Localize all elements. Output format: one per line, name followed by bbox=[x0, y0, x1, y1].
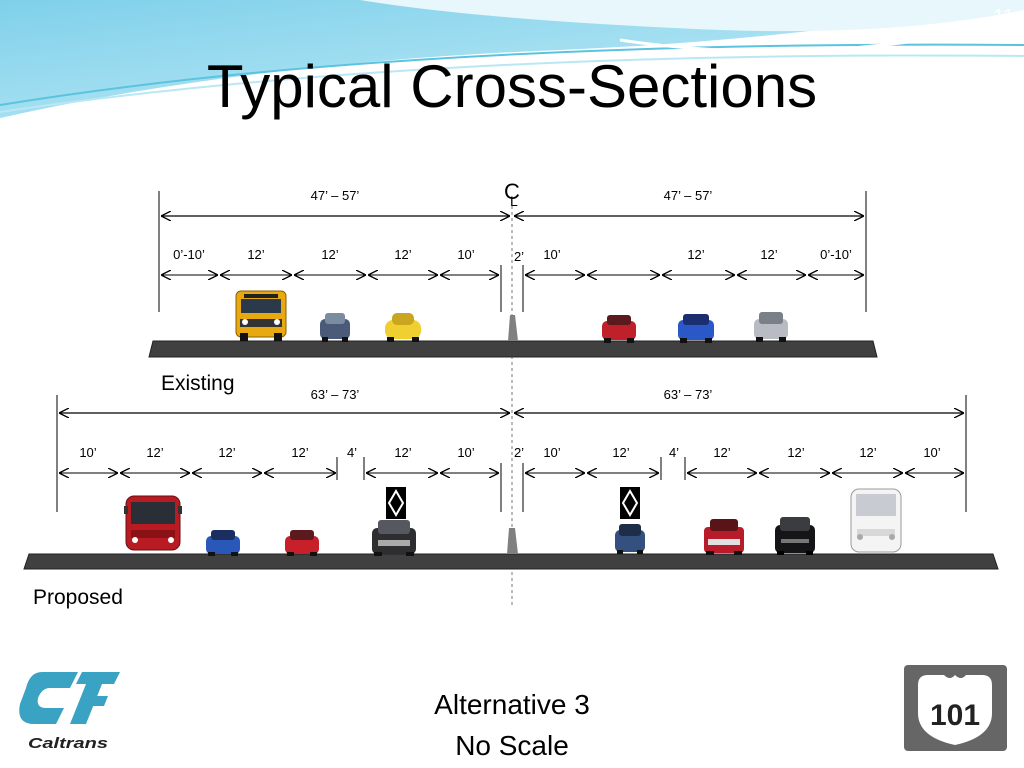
hov-diamond-icon bbox=[386, 487, 406, 519]
caltrans-logo-icon: Caltrans bbox=[19, 672, 120, 752]
car-blue-icon bbox=[206, 530, 240, 556]
proposed-dim-left-7: 10’ bbox=[457, 445, 474, 460]
svg-text:101: 101 bbox=[930, 699, 980, 732]
existing-overall-right: 47’ – 57’ bbox=[664, 188, 713, 203]
suv-dark-icon bbox=[372, 520, 416, 556]
existing-dim-right-3: 12’ bbox=[760, 247, 777, 262]
existing-dim-right-1: 10’ bbox=[543, 247, 560, 262]
existing-dim-left-3: 12’ bbox=[321, 247, 338, 262]
proposed-dim-left-3: 12’ bbox=[218, 445, 235, 460]
hov-diamond-icon bbox=[620, 487, 640, 519]
header-swoosh bbox=[0, 0, 1024, 118]
existing-overall-left: 47’ – 57’ bbox=[311, 188, 360, 203]
proposed-dim-left-5: 4’ bbox=[347, 445, 357, 460]
page-number: 11 bbox=[993, 6, 1014, 28]
existing-roadway bbox=[148, 340, 878, 358]
svg-text:Caltrans: Caltrans bbox=[28, 735, 108, 752]
proposed-dim-right-7: 10’ bbox=[923, 445, 940, 460]
svg-text:C: C bbox=[504, 179, 520, 204]
truck-red-icon bbox=[704, 519, 744, 555]
proposed-dim-left-2: 12’ bbox=[146, 445, 163, 460]
bus-red-icon bbox=[124, 495, 182, 551]
suv-black-icon bbox=[775, 517, 815, 555]
proposed-dim-median: 2’ bbox=[514, 445, 524, 460]
existing-dim-median: 2’ bbox=[514, 249, 524, 264]
school-bus-icon bbox=[235, 290, 287, 341]
existing-median-barrier bbox=[508, 315, 518, 341]
centerline-icon: C L bbox=[504, 179, 520, 209]
footer-line-1: Alternative 3 bbox=[434, 689, 590, 720]
car-red-icon bbox=[602, 315, 636, 343]
existing-dim-right-2: 12’ bbox=[687, 247, 704, 262]
existing-label: Existing bbox=[161, 372, 235, 395]
proposed-overall-right: 63’ – 73’ bbox=[664, 387, 713, 402]
car-silver-icon bbox=[754, 312, 788, 342]
route-101-shield-icon: 101 bbox=[904, 665, 1007, 751]
page-title: Typical Cross-Sections bbox=[206, 53, 818, 120]
car-blue-icon bbox=[320, 313, 350, 342]
existing-dim-left-4: 12’ bbox=[394, 247, 411, 262]
proposed-dim-right-2: 12’ bbox=[612, 445, 629, 460]
svg-text:L: L bbox=[510, 193, 518, 209]
existing-dim-left-2: 12’ bbox=[247, 247, 264, 262]
proposed-dim-right-1: 10’ bbox=[543, 445, 560, 460]
coach-white-icon bbox=[850, 488, 902, 553]
existing-section: 47’ – 57’ 47’ – 57’ 0’-10’ 12’ 12’ 12’ 1… bbox=[148, 188, 878, 358]
footer: Alternative 3 No Scale bbox=[352, 684, 672, 766]
car-blue-icon bbox=[615, 524, 645, 554]
car-red-icon bbox=[285, 530, 319, 556]
proposed-dim-right-5: 12’ bbox=[787, 445, 804, 460]
proposed-section: 63’ – 73’ 63’ – 73’ 10’ 12’ 12’ 12’ 4’ 1… bbox=[23, 387, 999, 570]
proposed-roadway bbox=[23, 553, 999, 570]
proposed-label: Proposed bbox=[33, 586, 123, 609]
proposed-dim-right-4: 12’ bbox=[713, 445, 730, 460]
proposed-dim-right-3: 4’ bbox=[669, 445, 679, 460]
existing-dim-right-4: 0’-10’ bbox=[820, 247, 852, 262]
existing-dim-left-1: 0’-10’ bbox=[173, 247, 205, 262]
car-yellow-icon bbox=[385, 313, 421, 342]
proposed-median-barrier bbox=[507, 528, 518, 554]
proposed-dim-left-6: 12’ bbox=[394, 445, 411, 460]
proposed-dim-right-6: 12’ bbox=[859, 445, 876, 460]
existing-dim-left-5: 10’ bbox=[457, 247, 474, 262]
car-blue-icon bbox=[678, 314, 714, 343]
proposed-dim-left-4: 12’ bbox=[291, 445, 308, 460]
footer-line-2: No Scale bbox=[455, 730, 569, 761]
proposed-dim-left-1: 10’ bbox=[79, 445, 96, 460]
proposed-overall-left: 63’ – 73’ bbox=[311, 387, 360, 402]
